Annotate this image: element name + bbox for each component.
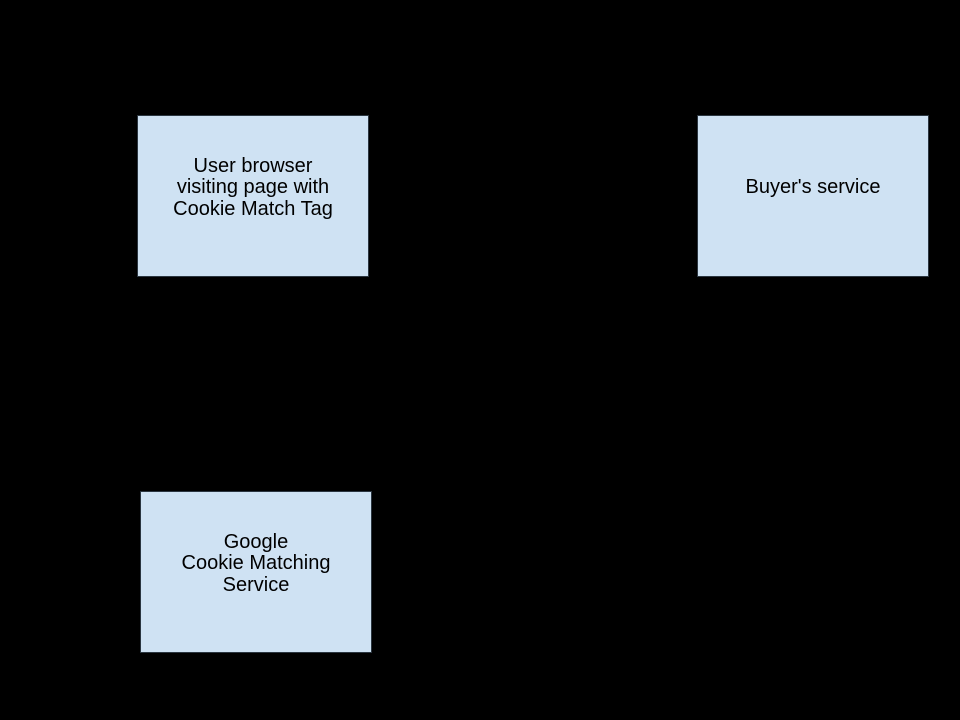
node-label-line: Cookie Match Tag [173, 197, 333, 220]
node-google-cms-label: Google Cookie Matching Service [181, 530, 331, 597]
node-buyers-service: Buyer's service [697, 115, 929, 277]
node-user-browser: User browser visiting page with Cookie M… [137, 115, 369, 277]
node-label-line: Service [222, 573, 290, 596]
node-label-line: Buyer's service [745, 176, 881, 199]
node-buyers-service-label: Buyer's service [746, 177, 881, 199]
node-label-line: visiting page with [176, 176, 330, 199]
node-user-browser-label: User browser visiting page with Cookie M… [173, 154, 333, 221]
node-label-line: User browser [193, 154, 313, 177]
node-label-line: Google [223, 530, 289, 553]
node-google-cookie-matching-service: Google Cookie Matching Service [140, 491, 372, 653]
node-label-line: Cookie Matching [181, 552, 331, 575]
